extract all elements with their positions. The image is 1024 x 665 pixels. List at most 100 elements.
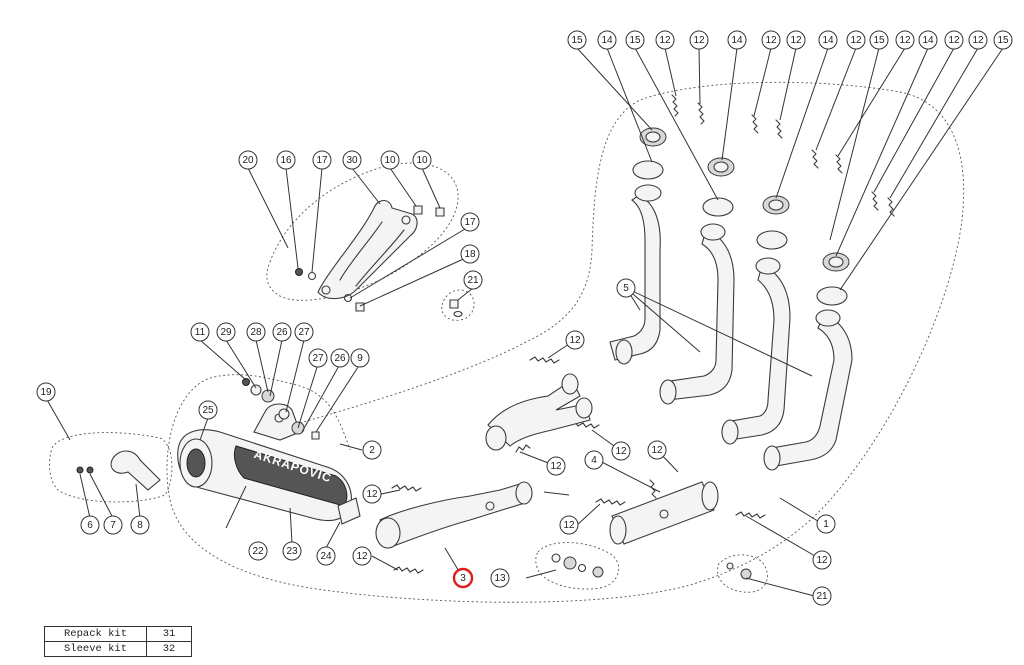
callout-14: 14	[818, 30, 838, 50]
callout-number: 15	[571, 35, 583, 46]
callout-number: 12	[356, 551, 368, 562]
callout-circle	[895, 30, 915, 50]
callout-6: 6	[80, 515, 100, 535]
callout-12: 12	[611, 441, 631, 461]
kit-row: Sleeve kit 32	[44, 641, 192, 657]
callout-12: 12	[362, 484, 382, 504]
header-pipe-3	[721, 264, 791, 445]
callout-circle	[567, 30, 587, 50]
callout-11: 11	[190, 322, 210, 342]
callout-circle	[316, 546, 336, 566]
callout-circle	[611, 441, 631, 461]
callout-number: 10	[416, 155, 428, 166]
callout-10: 10	[412, 150, 432, 170]
callout-12: 12	[812, 550, 832, 570]
callout-circle	[993, 30, 1013, 50]
callout-number: 18	[464, 249, 476, 260]
callout-number: 14	[731, 35, 743, 46]
callout-circle	[761, 30, 781, 50]
callout-12: 12	[565, 330, 585, 350]
callout-circle	[786, 30, 806, 50]
callout-circle	[647, 440, 667, 460]
callout-12: 12	[647, 440, 667, 460]
callout-circle	[308, 348, 328, 368]
callout-number: 3	[460, 573, 466, 584]
callout-number: 21	[467, 275, 479, 286]
callout-number: 16	[280, 155, 292, 166]
callout-circle	[452, 567, 474, 589]
callout-number: 17	[464, 217, 476, 228]
callout-circle	[330, 348, 350, 368]
callout-24: 24	[316, 546, 336, 566]
callout-27: 27	[308, 348, 328, 368]
callout-number: 12	[693, 35, 705, 46]
callout-29: 29	[216, 322, 236, 342]
callout-number: 23	[286, 546, 298, 557]
header-flanges	[632, 127, 850, 327]
callout-number: 12	[972, 35, 984, 46]
callout-15: 15	[993, 30, 1013, 50]
callout-number: 6	[87, 520, 93, 531]
callout-21: 21	[463, 270, 483, 290]
clamp-group-outline-21a	[441, 289, 475, 321]
callout-number: 26	[276, 327, 288, 338]
callout-circle	[130, 515, 150, 535]
callout-12: 12	[761, 30, 781, 50]
callout-circle	[380, 150, 400, 170]
rear-bracket	[317, 199, 418, 300]
callout-number: 2	[369, 445, 375, 456]
callout-circle	[460, 244, 480, 264]
callout-14: 14	[597, 30, 617, 50]
kit-name: Repack kit	[44, 626, 147, 642]
callout-circle	[103, 515, 123, 535]
callout-circle	[546, 456, 566, 476]
callout-12: 12	[689, 30, 709, 50]
callout-12: 12	[786, 30, 806, 50]
callout-9: 9	[350, 348, 370, 368]
callout-circle	[490, 568, 510, 588]
callout-21: 21	[812, 586, 832, 606]
callout-circle	[463, 270, 483, 290]
callout-number: 12	[850, 35, 862, 46]
callout-14: 14	[918, 30, 938, 50]
callout-circle	[655, 30, 675, 50]
callout-circle	[352, 546, 372, 566]
callout-number: 12	[563, 520, 575, 531]
callout-number: 17	[316, 155, 328, 166]
callout-circle	[276, 150, 296, 170]
callout-number: 12	[816, 555, 828, 566]
clamp-group-outline-21b	[717, 554, 768, 593]
callout-number: 15	[873, 35, 885, 46]
callout-12: 12	[895, 30, 915, 50]
callout-number: 4	[591, 455, 597, 466]
callout-23: 23	[282, 541, 302, 561]
callout-circle	[282, 541, 302, 561]
callout-number: 25	[202, 405, 214, 416]
callout-number: 20	[242, 155, 254, 166]
callout-12: 12	[944, 30, 964, 50]
callout-circle	[918, 30, 938, 50]
callout-22: 22	[248, 541, 268, 561]
header-pipe-2	[659, 229, 735, 405]
callout-number: 12	[790, 35, 802, 46]
callout-13: 13	[490, 568, 510, 588]
callout-circle	[36, 382, 56, 402]
callout-circle	[869, 30, 889, 50]
header-pipe-4	[763, 314, 853, 471]
callout-27: 27	[294, 322, 314, 342]
callout-circle	[362, 484, 382, 504]
callout-28: 28	[246, 322, 266, 342]
callout-number: 11	[195, 327, 206, 338]
callout-circle	[342, 150, 362, 170]
callout-15: 15	[869, 30, 889, 50]
callout-5: 5	[616, 278, 636, 298]
leader-lines	[45, 47, 1004, 599]
callout-17: 17	[460, 212, 480, 232]
callout-circle	[246, 322, 266, 342]
kit-number: 31	[146, 626, 192, 642]
kit-number: 32	[146, 641, 192, 657]
callout-number: 12	[651, 445, 663, 456]
kit-name: Sleeve kit	[44, 641, 147, 657]
springs	[391, 94, 895, 574]
